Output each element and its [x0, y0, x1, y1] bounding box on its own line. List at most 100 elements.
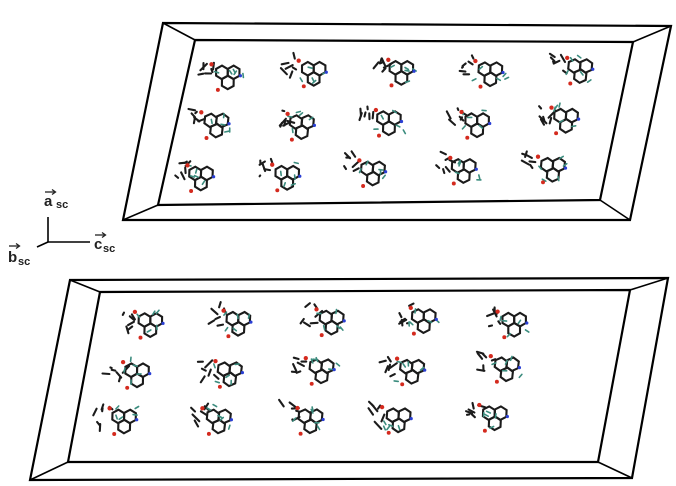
bottom-unit-cell	[28, 276, 670, 482]
hydrogen-bond-stub	[287, 115, 293, 118]
molecule	[190, 402, 234, 436]
hydrogen-bond-stub	[242, 72, 245, 79]
hydrogen-bond-stub	[402, 129, 407, 135]
hydrogen-bond-stub	[558, 155, 565, 160]
oxygen-atom	[448, 155, 453, 161]
hydrogen-bond-stub	[146, 329, 152, 333]
hydrogen-bond-stub	[339, 326, 344, 331]
axis-b-line	[36, 241, 49, 248]
side-chain-bond	[387, 363, 392, 372]
oxygen-atom	[138, 335, 143, 340]
oxygen-atom	[379, 404, 385, 410]
oxygen-atom	[213, 358, 218, 364]
oxygen-atom	[270, 162, 275, 167]
nitrogen-atom	[227, 122, 231, 126]
hydrogen-bond-stub	[132, 364, 138, 368]
aromatic-ring	[324, 319, 339, 336]
nitrogen-atom	[525, 321, 529, 325]
hydrogen-bond-stub	[404, 66, 410, 71]
top-cell-edge-tl	[162, 22, 196, 41]
hydrogen-bond-stub	[558, 119, 564, 124]
hydrogen-bond-stub	[308, 116, 314, 121]
hydrogen-bond-stub	[454, 171, 461, 175]
side-chain-bond	[187, 107, 197, 112]
side-chain-bond	[282, 122, 290, 127]
molecule	[92, 403, 140, 436]
nitrogen-atom	[591, 67, 595, 71]
side-chain-bond	[538, 105, 543, 110]
hydrogen-bond-stub	[382, 425, 387, 431]
side-chain-bond	[190, 112, 197, 119]
bottom-cell-edge-tl	[69, 279, 101, 293]
nitrogen-atom	[501, 70, 505, 75]
aromatic-ring	[394, 69, 409, 86]
side-chain-bond	[458, 69, 467, 73]
nitrogen-atom	[409, 416, 413, 421]
side-chain-bond	[281, 109, 286, 113]
oxygen-atom	[389, 83, 394, 88]
oxygen-atom	[295, 405, 300, 411]
hydrogen-bond-stub	[295, 110, 302, 114]
aromatic-ring	[222, 371, 238, 388]
hydrogen-bond-stub	[220, 123, 226, 126]
hydrogen-bond-stub	[291, 127, 294, 134]
side-chain-bond	[284, 64, 294, 70]
side-chain-bond	[178, 161, 188, 165]
side-chain-bond	[373, 420, 383, 430]
aromatic-ring	[365, 170, 381, 187]
hydrogen-bond-stub	[396, 360, 403, 364]
hydrogen-bond-stub	[504, 76, 510, 80]
aromatic-ring	[211, 418, 227, 435]
oxygen-atom	[298, 431, 303, 436]
molecule	[398, 302, 440, 336]
side-chain-bond	[371, 110, 375, 120]
side-chain-bond	[309, 321, 319, 325]
hydrogen-bond-stub	[457, 159, 462, 165]
side-chain-bond	[193, 419, 200, 428]
side-chain-bond	[379, 57, 383, 65]
hydrogen-bond-stub	[311, 77, 315, 83]
nitrogen-atom	[298, 174, 302, 178]
side-chain-bond	[288, 401, 297, 408]
nitrogen-atom	[161, 321, 165, 326]
hydrogen-bond-stub	[234, 363, 240, 366]
nitrogen-atom	[324, 70, 328, 74]
hydrogen-bond-stub	[225, 374, 231, 379]
hydrogen-bond-stub	[310, 358, 314, 364]
nitrogen-atom	[342, 319, 346, 323]
hydrogen-bond-stub	[193, 174, 199, 178]
hydrogen-bond-stub	[311, 79, 317, 84]
hydrogen-bond-stub	[293, 174, 296, 180]
nitrogen-atom	[412, 69, 416, 73]
hydrogen-bond-stub	[489, 425, 495, 429]
aromatic-ring	[456, 168, 471, 185]
molecule	[101, 356, 152, 390]
axis-c-symbol: c	[94, 236, 102, 253]
molecule	[445, 107, 492, 140]
oxygen-atom	[296, 58, 301, 63]
nitrogen-atom	[423, 368, 427, 372]
hydrogen-bond-stub	[414, 308, 417, 314]
side-chain-bond	[471, 401, 475, 410]
hydrogen-bond-stub	[206, 407, 212, 411]
oxygen-atom	[494, 379, 499, 384]
hydrogen-bond-stub	[365, 160, 369, 166]
hydrogen-bond-stub	[189, 175, 195, 178]
nitrogen-atom	[383, 170, 388, 174]
molecule	[435, 150, 482, 186]
side-chain-bond	[214, 315, 221, 321]
hydrogen-bond-stub	[279, 170, 283, 177]
oxygen-atom	[112, 432, 117, 436]
oxygen-atom	[502, 335, 507, 340]
top-cell-edge-br	[599, 199, 631, 221]
axis-a-vector-arrowhead	[51, 188, 57, 196]
nitrogen-atom	[135, 418, 139, 422]
hydrogen-bond-stub	[509, 355, 513, 362]
side-chain-bond	[367, 400, 375, 408]
oxygen-atom	[309, 381, 314, 386]
oxygen-atom	[400, 382, 405, 387]
side-chain-bond	[204, 359, 214, 369]
side-chain-bond	[295, 409, 301, 413]
side-chain-bond	[386, 355, 392, 363]
oxygen-atom	[209, 62, 214, 67]
